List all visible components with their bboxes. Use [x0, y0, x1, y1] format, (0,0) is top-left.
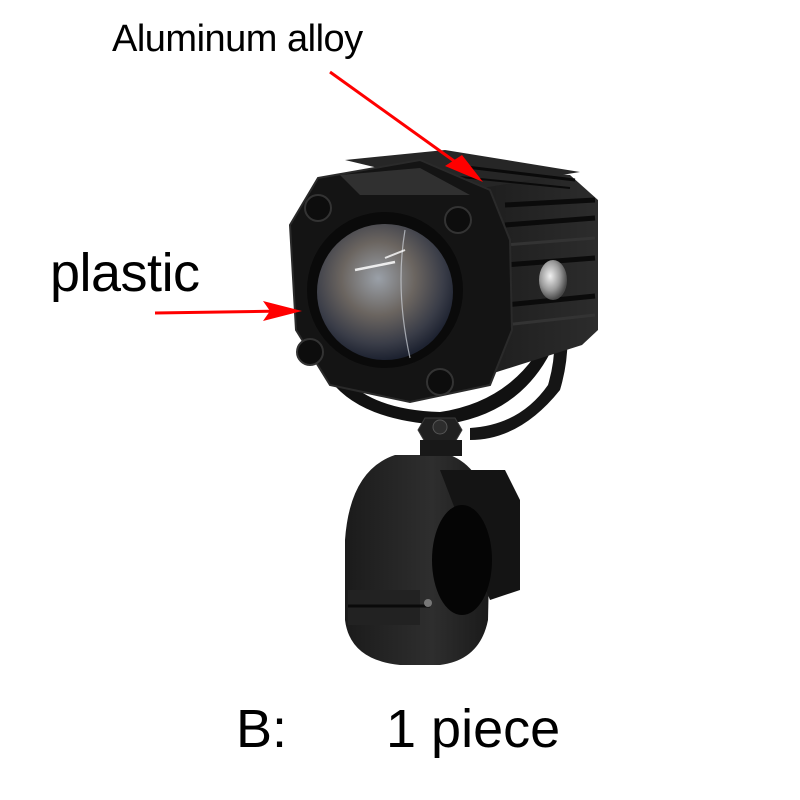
- plastic-label: plastic: [50, 243, 200, 303]
- lens: [317, 224, 453, 360]
- mount-bracket: [330, 290, 568, 456]
- variant-label: B:: [236, 699, 288, 759]
- aluminum-alloy-label: Aluminum alloy: [112, 18, 363, 60]
- handlebar-clamp: [345, 455, 520, 665]
- side-bolt-icon: [539, 260, 567, 300]
- front-bezel: [288, 158, 514, 404]
- quantity-label: 1 piece: [386, 699, 561, 759]
- aluminum-arrow-icon: [329, 70, 483, 182]
- plastic-arrow-icon: [154, 301, 302, 321]
